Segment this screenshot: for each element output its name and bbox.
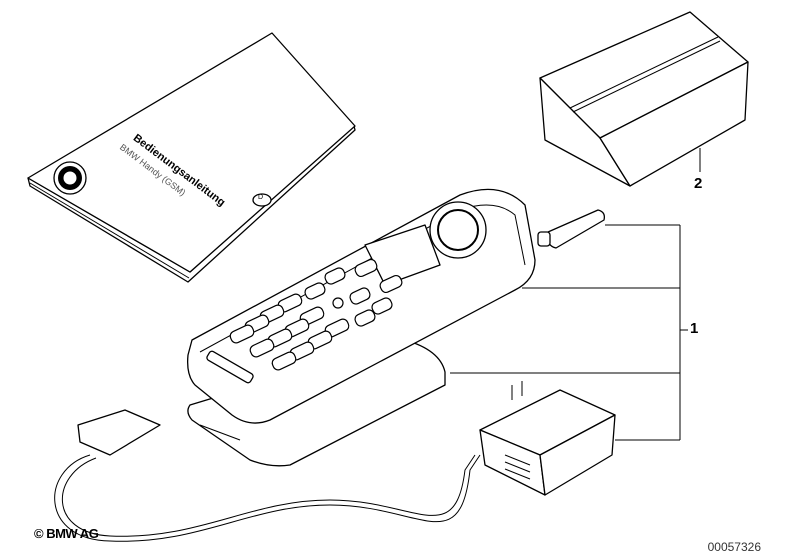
packaging-box (539, 11, 749, 187)
image-number: 00057326 (707, 540, 761, 554)
language-badge (252, 193, 272, 207)
instruction-booklet (27, 32, 356, 283)
callout-2: 2 (694, 175, 703, 192)
copyright: © BMW AG (34, 526, 99, 541)
charger (479, 381, 616, 496)
mobile-phone (187, 188, 536, 424)
battery (187, 339, 446, 467)
callout-1: 1 (690, 320, 699, 337)
data-cable (54, 409, 481, 542)
antenna (537, 209, 606, 249)
callout-leaders (450, 224, 688, 441)
booklet-badge: D (258, 194, 264, 201)
